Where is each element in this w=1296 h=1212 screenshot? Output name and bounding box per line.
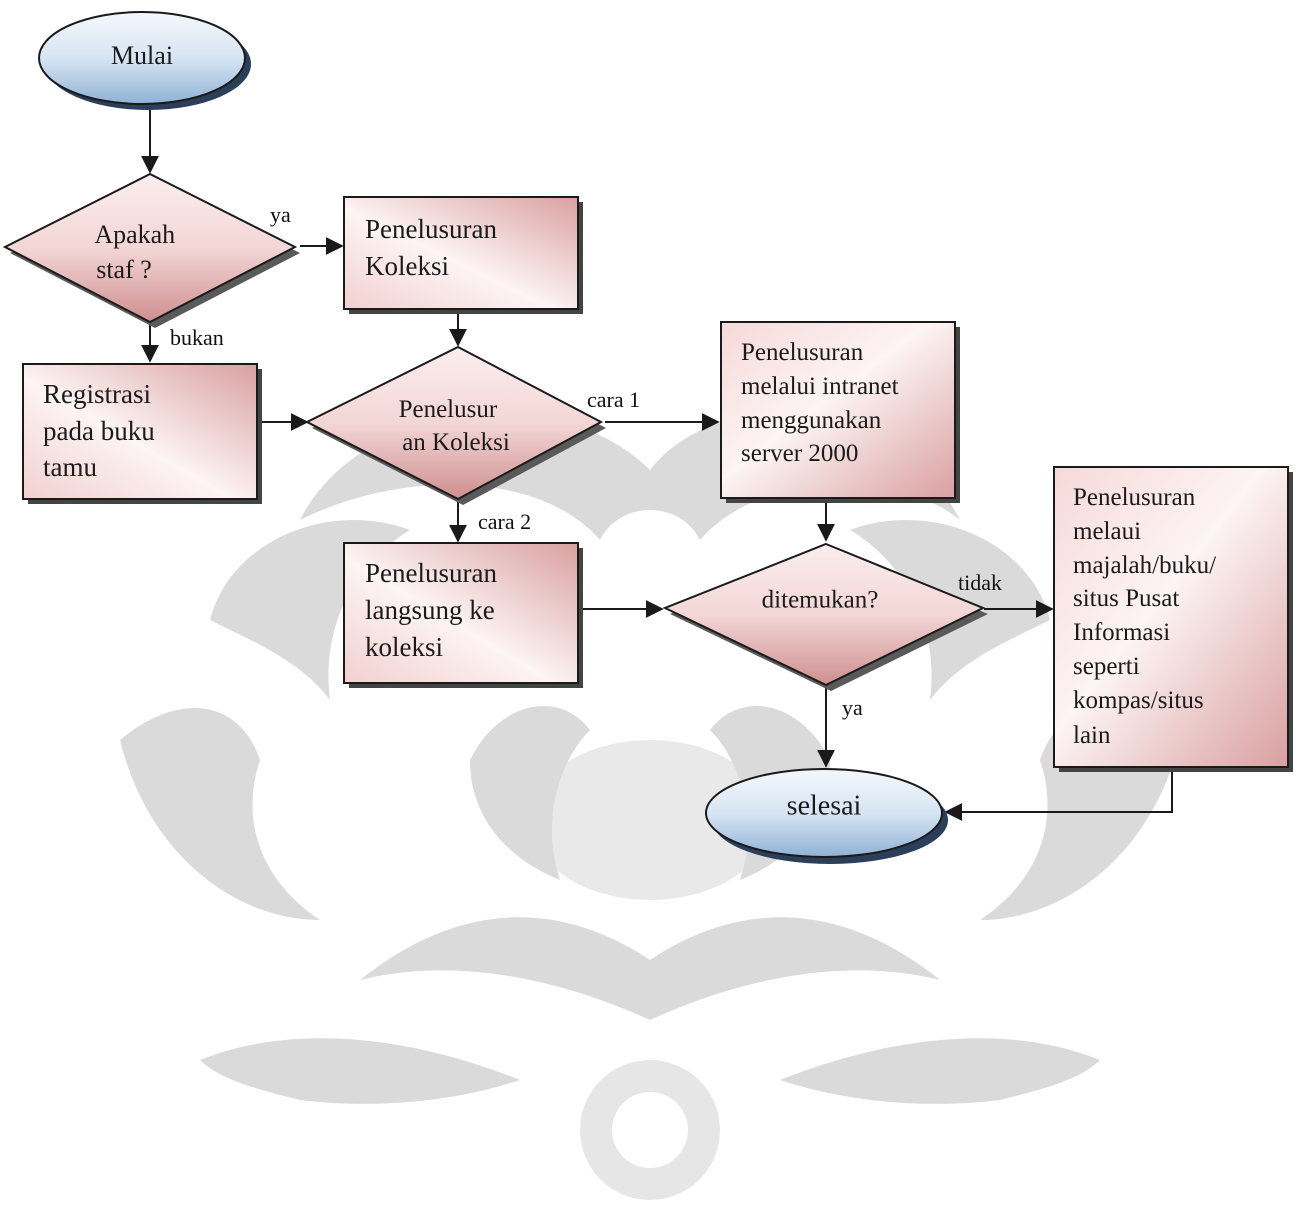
start-label: Mulai <box>111 41 173 70</box>
external-line-2: melaui <box>1073 518 1141 545</box>
search-collection-line-1: Penelusuran <box>365 214 497 244</box>
process-direct: Penelusuran langsung ke koleksi <box>343 542 583 688</box>
process-external: Penelusuran melaui majalah/buku/ situs P… <box>1053 466 1293 772</box>
direct-line-3: koleksi <box>365 632 443 662</box>
external-line-1: Penelusuran <box>1073 484 1196 511</box>
external-line-8: lain <box>1073 722 1111 749</box>
process-registration: Registrasi pada buku tamu <box>22 363 262 504</box>
decision-search-line-2: an Koleksi <box>402 429 510 456</box>
edge-label-found-yes: ya <box>842 695 863 720</box>
svg-text:Penelusuran melalui intr: Penelusuran melalui intranet menggunakan… <box>741 339 905 467</box>
svg-text:Penelusur an Koleksi: Penelusur an Koleksi <box>399 396 510 456</box>
edge-label-staff-yes: ya <box>270 202 291 227</box>
search-collection-line-2: Koleksi <box>365 251 449 281</box>
external-line-5: Informasi <box>1073 619 1170 646</box>
edge-label-staff-no: bukan <box>170 325 224 350</box>
decision-found-label: ditemukan? <box>762 587 879 614</box>
direct-line-1: Penelusuran <box>365 558 497 588</box>
start-node: Mulai <box>38 11 251 110</box>
end-node: selesai <box>705 768 948 864</box>
edge-label-method-1: cara 1 <box>587 387 640 412</box>
edge-label-method-2: cara 2 <box>478 509 531 534</box>
registration-line-3: tamu <box>43 452 97 482</box>
connectors <box>141 110 1173 821</box>
decision-staff-line-2: staf ? <box>96 255 152 284</box>
intranet-line-3: menggunakan <box>741 407 882 434</box>
direct-line-2: langsung ke <box>365 595 495 625</box>
svg-text:Apakah staf ?: Apakah staf ? <box>94 220 181 284</box>
decision-found: ditemukan? <box>662 542 988 691</box>
registration-line-2: pada buku <box>43 416 155 446</box>
edge-label-found-no: tidak <box>958 570 1002 595</box>
intranet-line-1: Penelusuran <box>741 339 864 366</box>
external-line-6: seperti <box>1073 653 1140 680</box>
external-line-4: situs Pusat <box>1073 585 1179 612</box>
decision-staff: Apakah staf ? <box>2 172 300 328</box>
intranet-line-2: melalui intranet <box>741 373 899 400</box>
svg-text:Penelusuran langsung ke: Penelusuran langsung ke koleksi <box>365 558 504 662</box>
svg-text:Penelusuran Koleksi: Penelusuran Koleksi <box>365 214 504 281</box>
registration-line-1: Registrasi <box>43 379 151 409</box>
end-label: selesai <box>787 790 862 821</box>
svg-text:Penelusuran melaui: Penelusuran melaui majalah/buku/ situs P… <box>1073 484 1222 749</box>
svg-text:Registrasi pada buku: Registrasi pada buku tamu <box>43 379 161 482</box>
edge-external-to-end <box>944 768 1173 821</box>
watermark-emblem <box>120 414 1180 1200</box>
process-intranet: Penelusuran melalui intranet menggunakan… <box>720 321 960 503</box>
external-line-3: majalah/buku/ <box>1073 552 1216 579</box>
decision-search-method: Penelusur an Koleksi <box>304 345 606 505</box>
external-line-7: kompas/situs <box>1073 687 1204 714</box>
decision-search-line-1: Penelusur <box>399 396 498 423</box>
process-search-collection: Penelusuran Koleksi <box>343 196 583 314</box>
intranet-line-4: server 2000 <box>741 440 858 467</box>
decision-staff-line-1: Apakah <box>94 220 175 249</box>
